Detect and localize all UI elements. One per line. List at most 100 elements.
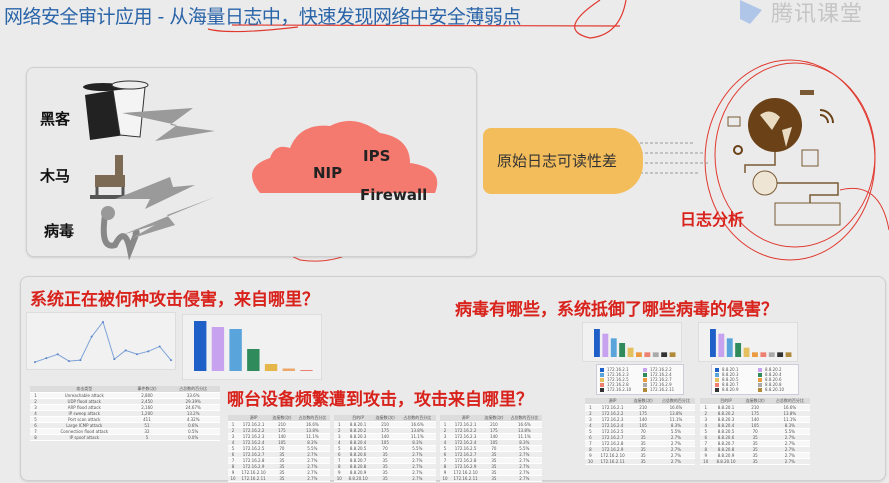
user-icon <box>752 170 778 196</box>
table-cell: 2 <box>30 398 41 405</box>
legend-item: 8.8.20.10 <box>758 387 795 392</box>
table-cell: 2.7% <box>398 463 436 470</box>
table-cell: 11.1% <box>398 433 436 440</box>
table-cell: 35 <box>740 434 770 441</box>
table-cell: 0.0% <box>166 434 220 441</box>
trend-point <box>56 353 59 356</box>
table-cell: 7 <box>228 457 239 464</box>
table-cell: 2.7% <box>398 469 436 476</box>
table-cell: 172.16.2.1 <box>238 421 270 428</box>
table-cell: 172.16.2.10 <box>450 469 482 476</box>
legend-label: 8.8.20.1 <box>722 367 739 372</box>
table-cell: 172.16.2.7 <box>595 434 630 441</box>
table-cell: 1 <box>585 404 596 411</box>
table-cell: 210 <box>481 421 507 428</box>
table-cell: 2 <box>585 410 596 417</box>
table-cell: 1 <box>440 421 451 428</box>
table-cell: 70 <box>371 445 399 452</box>
table-cell: 9 <box>440 469 451 476</box>
table-cell: 4.32% <box>166 416 220 423</box>
table-cell: 9 <box>228 469 239 476</box>
trend-point <box>79 359 82 362</box>
legend-label: 172.16.2.8 <box>607 382 629 387</box>
table-cell: 140 <box>481 433 507 440</box>
table-cell: 105 <box>629 422 657 429</box>
table-cell: 172.16.2.9 <box>595 446 630 453</box>
table-cell: 70 <box>269 445 295 452</box>
table-cell: 29.39% <box>166 398 220 405</box>
table-cell: 172.16.2.8 <box>238 457 270 464</box>
worm-icon <box>100 206 140 260</box>
table-cell: 8.8.20.8 <box>344 463 372 470</box>
table-cell: 2.7% <box>294 469 330 476</box>
table-cell: 411 <box>127 416 167 423</box>
column-header: 攻击类型 <box>40 386 128 393</box>
table-cell: 3 <box>334 433 345 440</box>
column-header: 事件数(次) <box>127 386 167 393</box>
legend-label: 172.16.2.10 <box>607 387 632 392</box>
graduation-cap-icon <box>800 90 814 95</box>
table-cell: 16.6% <box>656 404 695 411</box>
table-cell: 8.8.20.10 <box>711 458 741 465</box>
table-cell: 2.7% <box>656 434 695 441</box>
table-cell: 13.8% <box>656 410 695 417</box>
legend-item: 172.16.2.5 <box>600 377 637 382</box>
legend-label: 8.8.20.2 <box>765 367 782 372</box>
table-cell: 70 <box>740 428 770 435</box>
bar <box>652 352 659 357</box>
table-cell: 8 <box>585 446 596 453</box>
table-cell: 172.16.2.9 <box>238 463 270 470</box>
slide-title: 网络安全审计应用 - 从海量日志中，快速发现网络中安全薄弱点 <box>4 6 521 28</box>
table-cell: Connection flood attack <box>40 428 128 435</box>
column-header <box>585 398 596 405</box>
legend-item: 8.8.20.2 <box>758 367 795 372</box>
column-header: 占总数的百分比 <box>769 398 810 405</box>
table-cell: 4 <box>228 439 239 446</box>
table-cell: 2,160 <box>127 404 167 411</box>
cloud-nip: NIP <box>313 164 343 182</box>
table-cell: 11.1% <box>656 416 695 423</box>
table-cell: 2.7% <box>656 458 695 465</box>
table-cell: 1 <box>700 404 712 411</box>
legend-label: 8.8.20.8 <box>765 382 782 387</box>
legend-label: 172.16.2.11 <box>650 387 675 392</box>
legend-label: 172.16.2.9 <box>650 382 672 387</box>
table-cell: 210 <box>629 404 657 411</box>
table-cell: 10 <box>700 458 712 465</box>
table-cell: 13.8% <box>398 427 436 434</box>
table-cell: 5 <box>30 416 41 423</box>
table-cell: 7 <box>700 440 712 447</box>
table-cell: 5.5% <box>769 428 810 435</box>
legend-swatch <box>715 383 719 387</box>
table-cell: 8.8.20.7 <box>344 457 372 464</box>
legend-swatch <box>600 368 604 372</box>
table-cell: 172.16.2.2 <box>595 410 630 417</box>
bar <box>743 347 750 357</box>
table-cell: 8 <box>334 463 345 470</box>
table-cell: 2.7% <box>294 475 330 482</box>
column-header: 连接数(次) <box>269 415 295 422</box>
table-cell: 172.16.2.10 <box>595 452 630 459</box>
legend-item: 172.16.2.10 <box>600 387 637 392</box>
bar <box>636 352 642 357</box>
bar <box>735 343 742 357</box>
table-cell: 13.2% <box>166 410 220 417</box>
legend-label: 8.8.20.5 <box>722 377 739 382</box>
bar <box>300 370 313 371</box>
